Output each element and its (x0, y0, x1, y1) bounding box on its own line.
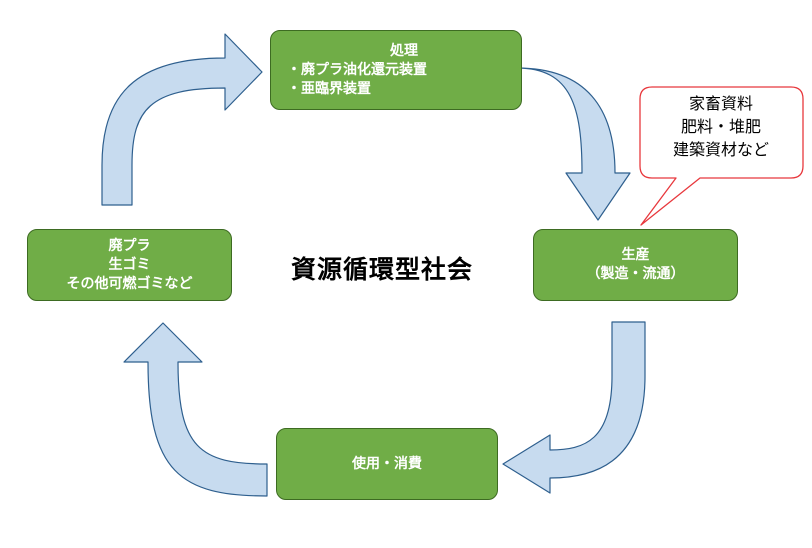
node-haipura-line-2: 生ゴミ (108, 256, 151, 273)
node-haipura: 廃プラ 生ゴミ その他可燃ゴミなど (27, 229, 232, 301)
callout-bubble (639, 86, 804, 226)
node-shori-line-3: ・亜臨界装置 (287, 80, 371, 97)
node-shori: 処理 ・廃プラ油化還元装置 ・亜臨界装置 (270, 30, 522, 110)
arrow-shori-to-seisan (516, 67, 631, 221)
arrow-haipura-to-shori (101, 33, 263, 206)
node-shori-line-2: ・廃プラ油化還元装置 (287, 61, 427, 78)
arrow-seisan-to-shiyo (502, 321, 646, 494)
arrow-shiyo-to-haipura (123, 322, 268, 497)
node-haipura-line-1: 廃プラ (108, 237, 151, 254)
node-haipura-line-3: その他可燃ゴミなど (66, 275, 193, 292)
center-title: 資源循環型社会 (290, 255, 473, 284)
node-seisan: 生産 （製造・流通） (533, 229, 738, 301)
callout-line-2: 肥料・堆肥 (680, 117, 761, 136)
node-seisan-line-1: 生産 (621, 247, 650, 263)
callout-line-3: 建築資材など (672, 140, 769, 159)
node-shori-line-1: 処理 (390, 42, 418, 59)
callout-text: 家畜資料 肥料・堆肥 建築資材など (640, 92, 802, 161)
node-shiyo: 使用・消費 (276, 428, 498, 500)
node-seisan-line-2: （製造・流通） (586, 266, 685, 282)
callout-line-1: 家畜資料 (688, 94, 753, 113)
node-shiyo-line-1: 使用・消費 (352, 455, 422, 472)
